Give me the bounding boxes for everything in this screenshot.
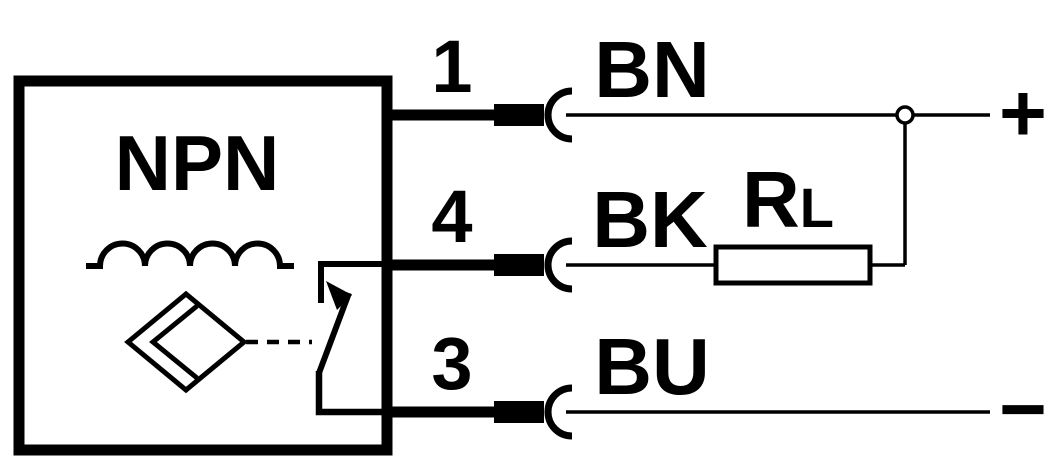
inductor-coil-icon (86, 240, 294, 269)
pin-1-socket-icon (544, 87, 573, 143)
pin-4: 4 (384, 175, 573, 293)
pin-1: 1 (384, 25, 573, 143)
load-resistor-icon (713, 244, 873, 286)
switch-top-contact (318, 261, 384, 303)
junction-node-icon (895, 105, 915, 125)
device-label: NPN (115, 119, 280, 207)
load-resistor-subscript: L (800, 176, 834, 239)
wire-bn-label: BN (594, 25, 710, 114)
positive-terminal-label: + (999, 68, 1047, 159)
pin-4-socket-icon (544, 237, 573, 293)
pin-3-label: 3 (431, 322, 472, 405)
sensor-box: NPN (13, 75, 393, 456)
pin-3: 3 (384, 322, 573, 440)
diamond-chevron (149, 304, 199, 380)
switch-blade (316, 291, 352, 375)
pin-3-crimp (494, 401, 544, 423)
diamond-outline (124, 290, 248, 394)
wire-bk-label: BK (592, 175, 708, 264)
normally-open-switch-icon (315, 261, 384, 416)
switch-bottom-contact (315, 371, 384, 416)
pin-1-crimp (494, 104, 544, 126)
wire-bk: BK RL (566, 123, 907, 286)
diamond-proximity-sensor-icon (124, 290, 248, 394)
pin-1-label: 1 (431, 25, 472, 108)
load-resistor-label: RL (742, 155, 834, 244)
wire-bn: BN (566, 25, 990, 125)
negative-terminal-label: − (999, 364, 1047, 455)
switch-arrowhead-icon (326, 281, 352, 310)
load-resistor-symbol: R (742, 155, 800, 244)
pin-4-crimp (494, 254, 544, 276)
wire-bu: BU (566, 322, 990, 414)
wire-bu-label: BU (594, 322, 710, 411)
pin-4-label: 4 (431, 175, 472, 258)
pin-3-socket-icon (544, 384, 573, 440)
